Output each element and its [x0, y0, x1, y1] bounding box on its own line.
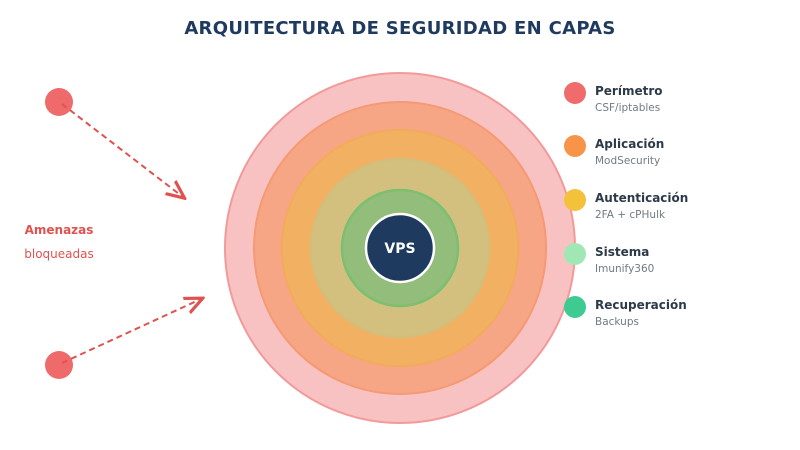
legend-item-sistema: Sistema Imunify360: [564, 243, 794, 287]
legend-dot-aplicacion: [564, 135, 586, 157]
legend-dot-recuperacion: [564, 296, 586, 318]
legend-tool: CSF/iptables: [595, 102, 661, 114]
threat-arrow-top: [61, 103, 183, 197]
vps-label: VPS: [384, 241, 416, 257]
legend-dot-sistema: [564, 243, 586, 265]
threat-arrow-bottom: [61, 299, 201, 364]
threat-dot-top: [45, 88, 73, 116]
legend-dot-autenticacion: [564, 189, 586, 211]
legend-item-recuperacion: Recuperación Backups: [564, 296, 794, 340]
threat-dot-bottom: [45, 351, 73, 379]
legend-title: Perímetro: [595, 84, 663, 98]
legend-tool: ModSecurity: [595, 155, 661, 167]
threats-label-line2: bloqueadas: [24, 247, 94, 261]
legend-dot-perimetro: [564, 82, 586, 104]
legend-title: Recuperación: [595, 298, 687, 312]
legend-title: Autenticación: [595, 191, 689, 205]
legend-title: Sistema: [595, 245, 650, 259]
legend-item-aplicacion: Aplicación ModSecurity: [564, 135, 794, 179]
legend-item-autenticacion: Autenticación 2FA + cPHulk: [564, 189, 794, 233]
page-title: ARQUITECTURA DE SEGURIDAD EN CAPAS: [184, 18, 616, 39]
legend-item-perimetro: Perímetro CSF/iptables: [564, 82, 794, 126]
vps-core: [364, 212, 436, 284]
legend-tool: Backups: [595, 316, 639, 328]
legend-tool: 2FA + cPHulk: [595, 209, 666, 221]
legend-title: Aplicación: [595, 137, 665, 151]
threats-label-line1: Amenazas: [24, 223, 94, 237]
legend-tool: Imunify360: [595, 263, 655, 275]
